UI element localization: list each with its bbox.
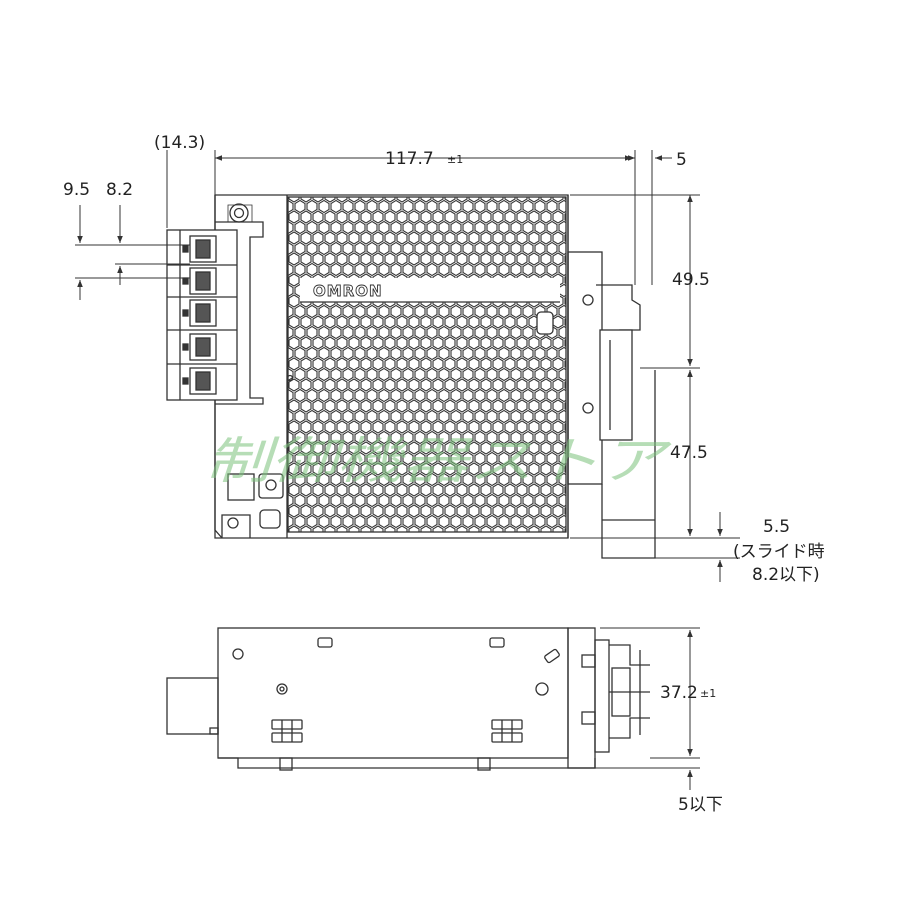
front-view-dimensions [75, 150, 740, 582]
dim-pitch-a: 9.5 [63, 180, 90, 200]
watermark: 制御機器ストア [205, 432, 672, 490]
dim-upper-height: 49.5 [672, 270, 710, 290]
side-view [166, 627, 700, 771]
front-view [166, 194, 656, 559]
vent-cover [287, 196, 567, 533]
dim-slide-note-1: (スライド時 [733, 542, 825, 562]
side-din-clip [581, 639, 650, 753]
dim-slide: 5.5 [763, 517, 790, 537]
dim-side-bottom: 5以下 [678, 795, 723, 815]
screw [229, 203, 249, 223]
side-housing [217, 627, 569, 759]
dim-rail-offset: 5 [676, 150, 687, 170]
dim-width: 117.7 [385, 149, 434, 169]
dim-terminal-offset: (14.3) [154, 133, 205, 153]
dim-pitch-b: 8.2 [106, 180, 133, 200]
brand-label: OMRON [313, 282, 383, 300]
brand-band [300, 278, 560, 302]
dim-slide-note-2: 8.2以下) [752, 565, 820, 585]
side-view-dimensions [600, 627, 700, 790]
terminal-block [166, 229, 238, 401]
dim-lower-height: 47.5 [670, 443, 708, 463]
din-rail-bracket [567, 251, 656, 559]
dim-side-height: 37.2 [660, 683, 698, 703]
dim-side-height-tolerance: ±1 [700, 687, 716, 700]
dim-width-tolerance: ±1 [447, 153, 463, 166]
